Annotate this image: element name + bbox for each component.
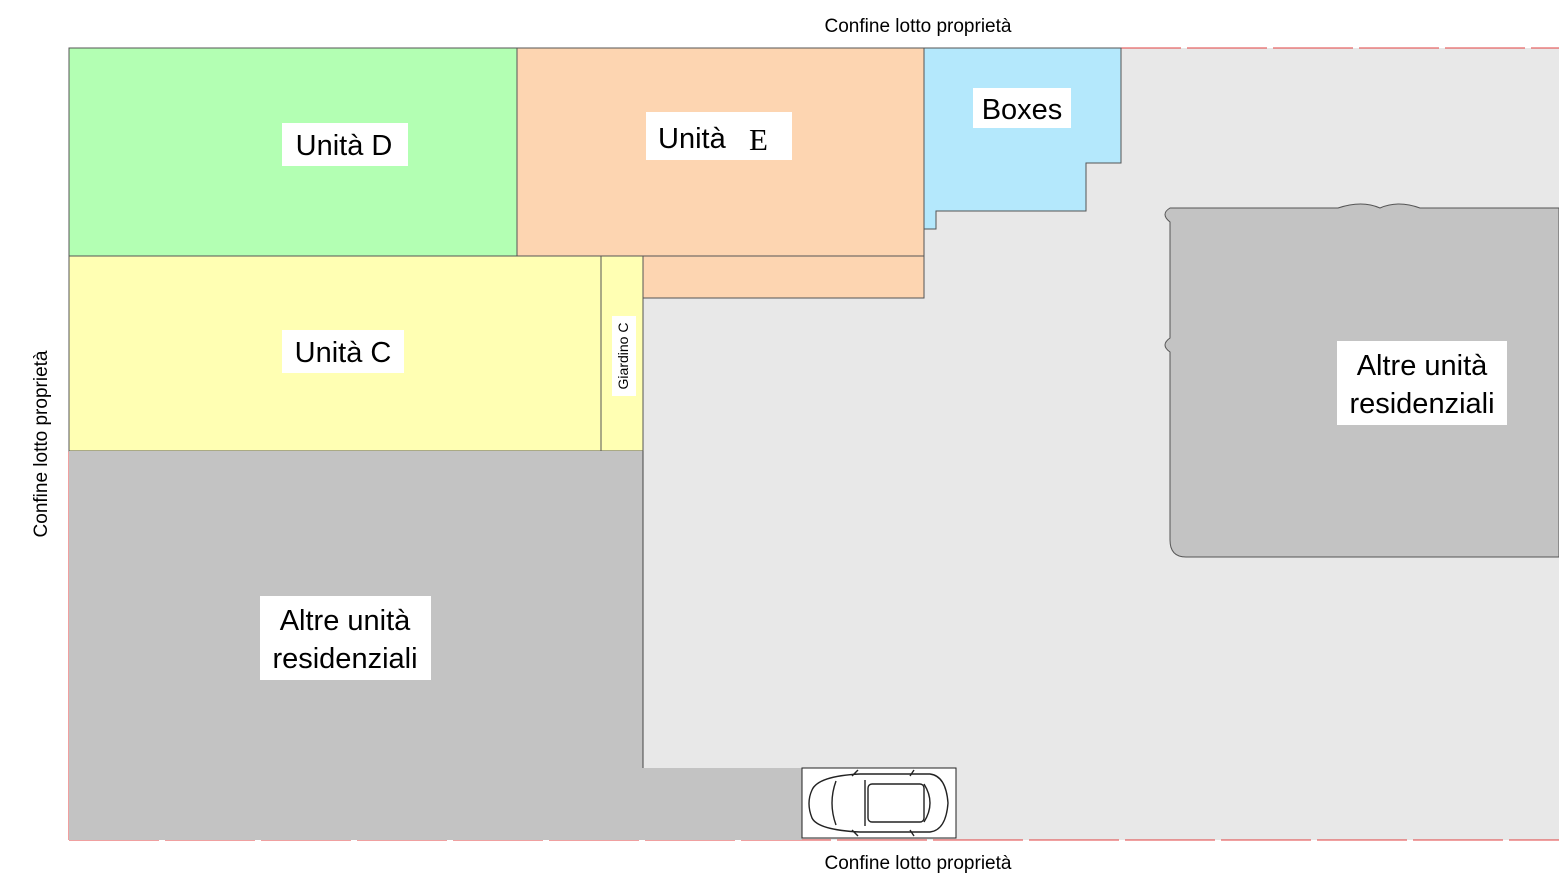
boxes-label: Boxes: [982, 94, 1063, 126]
giardino-c-label: Giardino C: [615, 323, 631, 390]
other-units-right-label-line1: Altre unità: [1357, 350, 1488, 382]
other-units-right-label-line2: residenziali: [1349, 388, 1494, 420]
car-parking-spot: [801, 767, 957, 839]
boundary-label-top: Confine lotto proprietà: [825, 16, 1012, 37]
boundary-label-left: Confine lotto proprietà: [31, 350, 52, 537]
other-units-left-label-line1: Altre unità: [280, 605, 411, 637]
car-top-view-icon: [808, 769, 949, 837]
unit-e-letter: E: [749, 122, 768, 157]
other-units-left-label-line2: residenziali: [272, 643, 417, 675]
unit-c-label: Unità C: [295, 337, 392, 369]
unit-d-label: Unità D: [296, 130, 393, 162]
boundary-label-bottom: Confine lotto proprietà: [825, 853, 1012, 874]
other-units-left-area: [69, 451, 802, 840]
unit-e-label: Unità: [658, 123, 727, 155]
